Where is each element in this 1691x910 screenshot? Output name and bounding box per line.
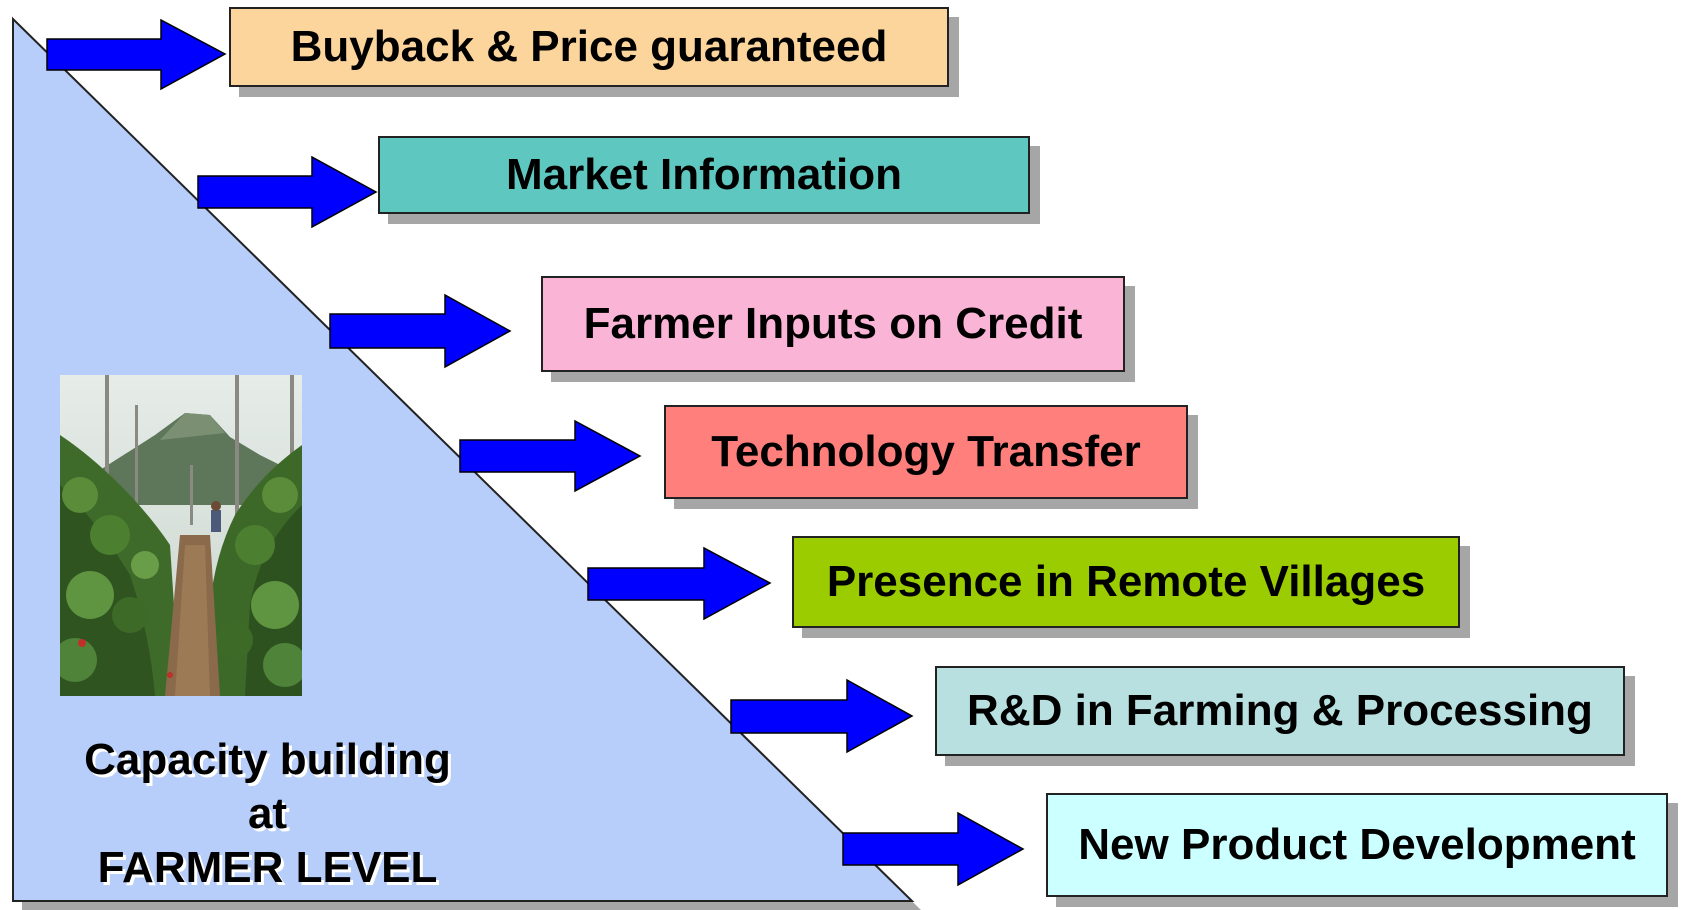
box-buyback-price-guaranteed: Buyback & Price guaranteed bbox=[229, 7, 949, 87]
box-label: Farmer Inputs on Credit bbox=[583, 299, 1083, 348]
box-label: Buyback & Price guaranteed bbox=[290, 22, 888, 71]
arrow-4 bbox=[459, 419, 642, 493]
caption-line-1: Capacity building bbox=[84, 735, 451, 784]
arrow-5 bbox=[587, 546, 772, 621]
arrow-3 bbox=[329, 293, 512, 369]
box-label: New Product Development bbox=[1078, 820, 1636, 869]
arrow-2 bbox=[197, 155, 378, 229]
box-label: R&D in Farming & Processing bbox=[967, 686, 1593, 735]
box-label: Market Information bbox=[505, 150, 903, 199]
capacity-building-caption: Capacity building at FARMER LEVEL bbox=[70, 733, 465, 895]
box-farmer-inputs-on-credit: Farmer Inputs on Credit bbox=[541, 276, 1125, 372]
box-presence-in-remote-villages: Presence in Remote Villages bbox=[792, 536, 1460, 628]
box-market-information: Market Information bbox=[378, 136, 1030, 214]
farm-field-photo bbox=[60, 375, 302, 696]
caption-line-2: at bbox=[247, 789, 288, 838]
arrow-1 bbox=[46, 18, 227, 91]
caption-line-3: FARMER LEVEL bbox=[97, 843, 438, 892]
box-label: Technology Transfer bbox=[711, 427, 1141, 476]
arrow-6 bbox=[730, 678, 914, 754]
arrow-7 bbox=[842, 811, 1025, 887]
box-label: Presence in Remote Villages bbox=[826, 557, 1426, 606]
box-technology-transfer: Technology Transfer bbox=[664, 405, 1188, 499]
box-rnd-in-farming-processing: R&D in Farming & Processing bbox=[935, 666, 1625, 756]
box-new-product-development: New Product Development bbox=[1046, 793, 1668, 897]
